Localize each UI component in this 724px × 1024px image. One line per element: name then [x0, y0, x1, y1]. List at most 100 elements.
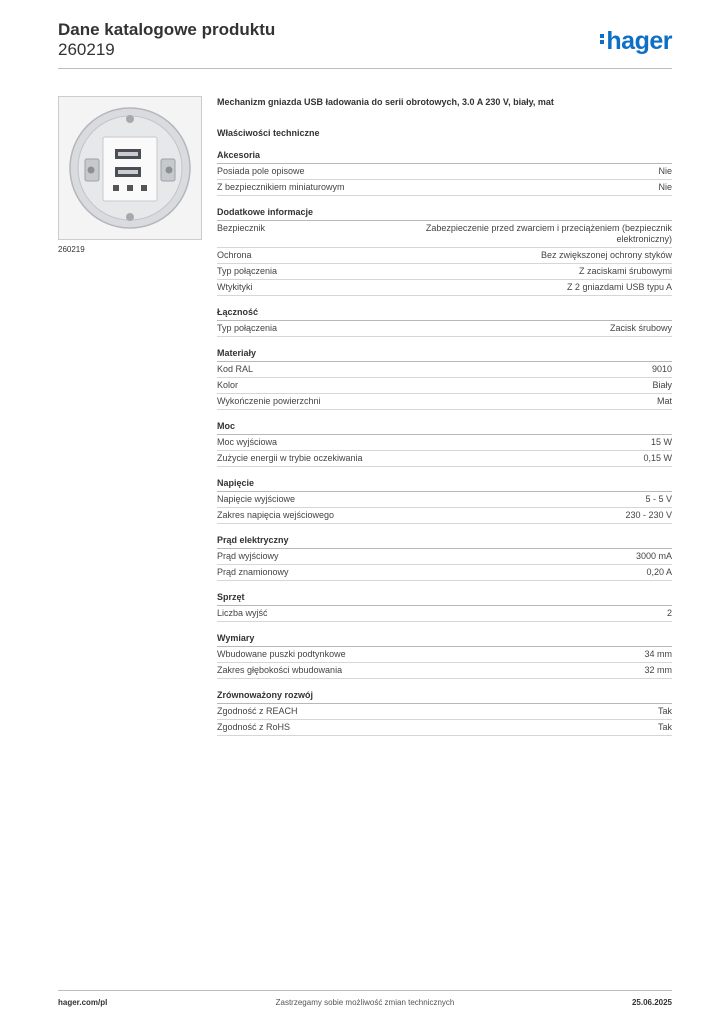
section-title: Wymiary	[217, 633, 672, 647]
section-title: Materiały	[217, 348, 672, 362]
image-caption: 260219	[58, 245, 85, 254]
property-name: Typ połączenia	[217, 323, 278, 333]
footer-website: hager.com/pl	[58, 998, 108, 1007]
property-name: Prąd wyjściowy	[217, 551, 279, 561]
property-row: Prąd znamionowy 0,20 A	[217, 565, 672, 581]
section-title: Napięcie	[217, 478, 672, 492]
footer-date: 25.06.2025	[631, 998, 672, 1007]
section-title: Zrównoważony rozwój	[217, 690, 672, 704]
product-image	[58, 96, 202, 240]
property-row: Ochrona Bez zwiększonej ochrony styków	[217, 248, 672, 264]
page-header: Dane katalogowe produktu 260219 hager	[58, 20, 672, 60]
section-title: Sprzęt	[217, 592, 672, 606]
footer-notice: Zastrzegamy sobie możliwość zmian techni…	[275, 998, 455, 1007]
property-value: 0,20 A	[646, 567, 672, 577]
section-title: Łączność	[217, 307, 672, 321]
property-name: Zakres napięcia wejściowego	[217, 510, 335, 520]
property-name: Zgodność z REACH	[217, 706, 298, 716]
property-value: 2	[666, 608, 672, 618]
property-value: 15 W	[650, 437, 672, 447]
section-title: Dodatkowe informacje	[217, 207, 672, 221]
property-row: Typ połączenia Z zaciskami śrubowymi	[217, 264, 672, 280]
property-name: Wbudowane puszki podtynkowe	[217, 649, 346, 659]
technical-properties-heading: Właściwości techniczne	[217, 128, 320, 138]
property-name: Zakres głębokości wbudowania	[217, 665, 343, 675]
property-row: Prąd wyjściowy 3000 mA	[217, 549, 672, 565]
property-name: Posiada pole opisowe	[217, 166, 305, 176]
hager-logo: hager	[600, 27, 672, 56]
property-value: Nie	[658, 166, 672, 176]
property-value: Bez zwiększonej ochrony styków	[540, 250, 672, 260]
property-name: Kod RAL	[217, 364, 254, 374]
property-row: Kod RAL 9010	[217, 362, 672, 378]
property-name: Prąd znamionowy	[217, 567, 289, 577]
property-name: Kolor	[217, 380, 239, 390]
product-number: 260219	[58, 40, 115, 59]
property-value: Zacisk śrubowy	[609, 323, 672, 333]
property-row: Z bezpiecznikiem miniaturowym Nie	[217, 180, 672, 196]
property-value: 32 mm	[644, 665, 672, 675]
property-name: Moc wyjściowa	[217, 437, 278, 447]
usb-socket-mechanism-icon	[59, 97, 201, 239]
property-name: Wtykityki	[217, 282, 253, 292]
property-row: Liczba wyjść 2	[217, 606, 672, 622]
property-value: 3000 mA	[635, 551, 672, 561]
property-name: Zgodność z RoHS	[217, 722, 291, 732]
property-value: 230 - 230 V	[625, 510, 672, 520]
property-name: Zużycie energii w trybie oczekiwania	[217, 453, 363, 463]
property-row: Moc wyjściowa 15 W	[217, 435, 672, 451]
property-value: 5 - 5 V	[645, 494, 672, 504]
property-value: 34 mm	[644, 649, 672, 659]
property-row: Zakres głębokości wbudowania 32 mm	[217, 663, 672, 679]
product-description: Mechanizm gniazda USB ładowania do serii…	[217, 97, 554, 107]
property-row: Wbudowane puszki podtynkowe 34 mm	[217, 647, 672, 663]
property-row: Typ połączenia Zacisk śrubowy	[217, 321, 672, 337]
property-name: Wykończenie powierzchni	[217, 396, 321, 406]
property-name: Liczba wyjść	[217, 608, 268, 618]
section-title: Moc	[217, 421, 672, 435]
property-value: Z 2 gniazdami USB typu A	[566, 282, 672, 292]
product-content: Mechanizm gniazda USB ładowania do serii…	[217, 96, 672, 747]
property-row: Kolor Biały	[217, 378, 672, 394]
property-value: Z zaciskami śrubowymi	[578, 266, 672, 276]
property-value: Tak	[657, 706, 672, 716]
property-row: Zgodność z RoHS Tak	[217, 720, 672, 736]
property-value: 9010	[651, 364, 672, 374]
property-name: Z bezpiecznikiem miniaturowym	[217, 182, 345, 192]
property-value: Tak	[657, 722, 672, 732]
property-name: Ochrona	[217, 250, 252, 260]
property-row: Posiada pole opisowe Nie	[217, 164, 672, 180]
footer-divider	[58, 990, 672, 991]
section-title: Akcesoria	[217, 150, 672, 164]
logo-dots-icon	[600, 32, 605, 46]
property-row: Bezpiecznik Zabezpieczenie przed zwarciem…	[217, 221, 672, 248]
logo-text: hager	[606, 27, 672, 55]
property-row: Wykończenie powierzchni Mat	[217, 394, 672, 410]
property-row: Zużycie energii w trybie oczekiwania 0,15…	[217, 451, 672, 467]
page-title: Dane katalogowe produktu	[58, 20, 276, 39]
property-value: Zabezpieczenie przed zwarciem i przeciąż…	[425, 223, 672, 244]
section-title: Prąd elektryczny	[217, 535, 672, 549]
property-row: Wtykityki Z 2 gniazdami USB typu A	[217, 280, 672, 296]
property-row: Zakres napięcia wejściowego 230 - 230 V	[217, 508, 672, 524]
property-value: Biały	[652, 380, 672, 390]
property-name: Typ połączenia	[217, 266, 278, 276]
property-value: Nie	[658, 182, 672, 192]
header-divider	[58, 68, 672, 69]
property-value: 0,15 W	[643, 453, 672, 463]
property-name: Napięcie wyjściowe	[217, 494, 296, 504]
property-value: Mat	[656, 396, 672, 406]
property-row: Napięcie wyjściowe 5 - 5 V	[217, 492, 672, 508]
property-name: Bezpiecznik	[217, 223, 266, 233]
